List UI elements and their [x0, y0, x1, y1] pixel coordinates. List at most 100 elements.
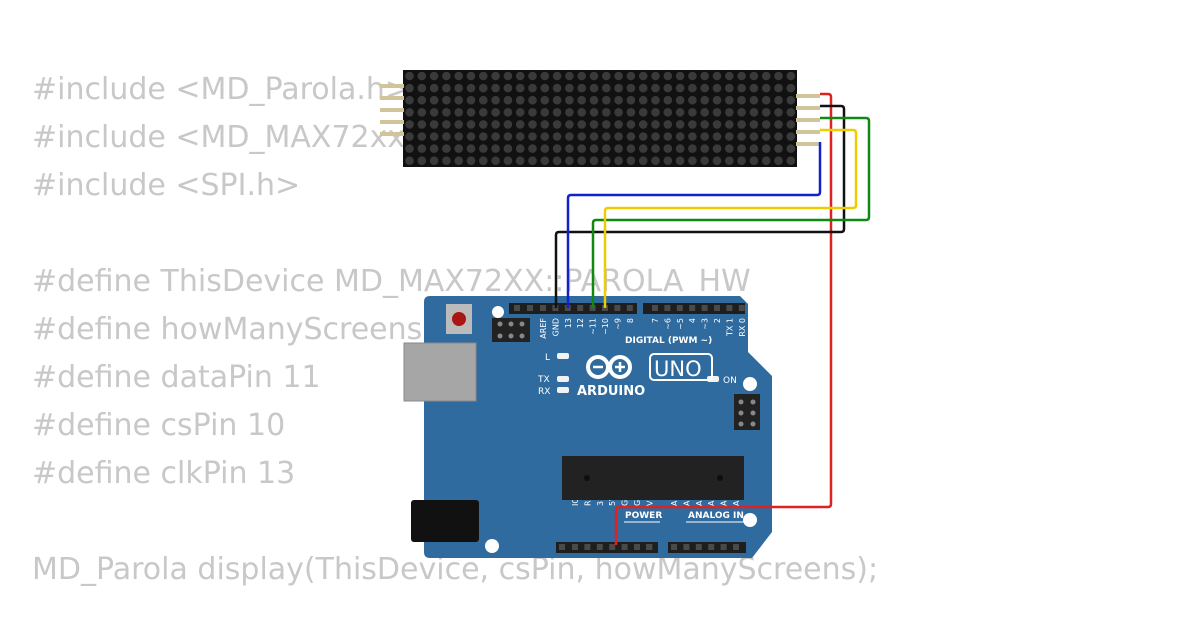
- pin-hole[interactable]: [596, 544, 603, 550]
- matrix-dot: [466, 71, 476, 81]
- pin-hole[interactable]: [514, 305, 520, 311]
- matrix-dot: [429, 108, 439, 117]
- matrix-dot: [466, 120, 476, 129]
- matrix-dot: [552, 120, 562, 129]
- matrix-dot: [614, 83, 623, 93]
- pin-hole[interactable]: [695, 544, 702, 550]
- pin-hole[interactable]: [720, 544, 727, 550]
- wire-clk[interactable]: [566, 142, 822, 308]
- pin-hole[interactable]: [646, 544, 652, 550]
- reset-button[interactable]: [446, 304, 472, 334]
- pin-hole[interactable]: [626, 305, 633, 311]
- matrix-dot: [405, 132, 414, 141]
- matrix-dot: [552, 144, 562, 153]
- pin-hole[interactable]: [738, 305, 745, 311]
- pin-hole[interactable]: [671, 544, 677, 550]
- wire-gnd[interactable]: [554, 104, 846, 308]
- wire-din[interactable]: [591, 116, 871, 308]
- matrix-dot: [429, 120, 439, 129]
- matrix-dot: [528, 108, 537, 117]
- pin-hole[interactable]: [708, 544, 715, 550]
- pin-label: GND: [551, 318, 560, 336]
- matrix-dot: [651, 156, 660, 165]
- led-tx: TX: [537, 375, 569, 385]
- matrix-dot: [761, 144, 771, 153]
- matrix-dot: [651, 95, 660, 105]
- pin-hole[interactable]: [714, 305, 720, 311]
- matrix-dot: [589, 71, 599, 81]
- wire-vcc[interactable]: [614, 92, 833, 545]
- pin-label: 12: [576, 318, 585, 328]
- pin-hole[interactable]: [609, 544, 616, 550]
- pin-hole[interactable]: [621, 544, 628, 550]
- matrix-dot: [429, 95, 439, 105]
- matrix-dot: [749, 120, 759, 129]
- pin-label: TX 1: [725, 318, 734, 337]
- matrix-dot: [663, 95, 673, 105]
- matrix-dot: [540, 108, 550, 117]
- pin-hole[interactable]: [634, 544, 640, 550]
- matrix-dot: [565, 132, 574, 141]
- board-brand: ARDUINO: [577, 384, 645, 399]
- pin-hole[interactable]: [559, 544, 565, 550]
- arduino-logo-icon: [586, 355, 632, 379]
- matrix-dot: [479, 83, 488, 93]
- pin-hole[interactable]: [652, 305, 658, 311]
- matrix-dot: [761, 71, 771, 81]
- matrix-dot: [528, 156, 537, 165]
- matrix-dot: [700, 120, 709, 129]
- led-matrix[interactable]: [403, 70, 797, 167]
- matrix-dot: [442, 71, 451, 81]
- matrix-dot: [761, 95, 771, 105]
- matrix-dot: [602, 108, 611, 117]
- matrix-dot: [663, 156, 673, 165]
- matrix-dot: [626, 156, 636, 165]
- wire-cs[interactable]: [603, 128, 858, 308]
- matrix-dot: [417, 108, 427, 117]
- matrix-dot: [675, 95, 685, 105]
- matrix-dot: [429, 71, 439, 81]
- pin-hole[interactable]: [584, 544, 591, 550]
- matrix-dot: [417, 83, 427, 93]
- pin-hole[interactable]: [577, 305, 584, 311]
- matrix-dot: [774, 71, 783, 81]
- matrix-dot: [626, 108, 636, 117]
- matrix-dot: [614, 95, 623, 105]
- pin-hole[interactable]: [676, 305, 683, 311]
- matrix-dot: [602, 132, 611, 141]
- matrix-dot: [675, 71, 685, 81]
- pin-label: 8: [626, 318, 635, 323]
- matrix-dot: [638, 108, 648, 117]
- matrix-dot: [725, 95, 734, 105]
- pin-hole[interactable]: [614, 305, 621, 311]
- matrix-dot: [688, 71, 697, 81]
- pin-hole[interactable]: [701, 305, 708, 311]
- matrix-dot: [638, 95, 648, 105]
- matrix-dot: [503, 95, 513, 105]
- pin-hole[interactable]: [572, 544, 578, 550]
- pin-hole[interactable]: [664, 305, 671, 311]
- pin-hole[interactable]: [733, 544, 739, 550]
- matrix-dot: [663, 83, 673, 93]
- matrix-dot: [663, 71, 673, 81]
- svg-text:L: L: [545, 353, 550, 363]
- pin-hole[interactable]: [689, 305, 696, 311]
- pin-label: 13: [564, 318, 573, 328]
- pin-hole[interactable]: [527, 305, 533, 311]
- pin-label: A4: [720, 495, 729, 506]
- usb-connector: [403, 342, 477, 402]
- matrix-dot: [786, 132, 796, 141]
- pin-hole[interactable]: [540, 305, 546, 311]
- matrix-dot: [479, 108, 488, 117]
- pin-hole[interactable]: [683, 544, 690, 550]
- matrix-dot: [761, 156, 771, 165]
- pin-hole[interactable]: [726, 305, 733, 311]
- matrix-dot: [528, 95, 537, 105]
- led-l: L: [545, 353, 569, 363]
- matrix-dot: [491, 120, 500, 129]
- matrix-dot: [479, 156, 488, 165]
- matrix-dot: [614, 156, 623, 165]
- matrix-dot: [479, 144, 488, 153]
- matrix-dot: [577, 156, 586, 165]
